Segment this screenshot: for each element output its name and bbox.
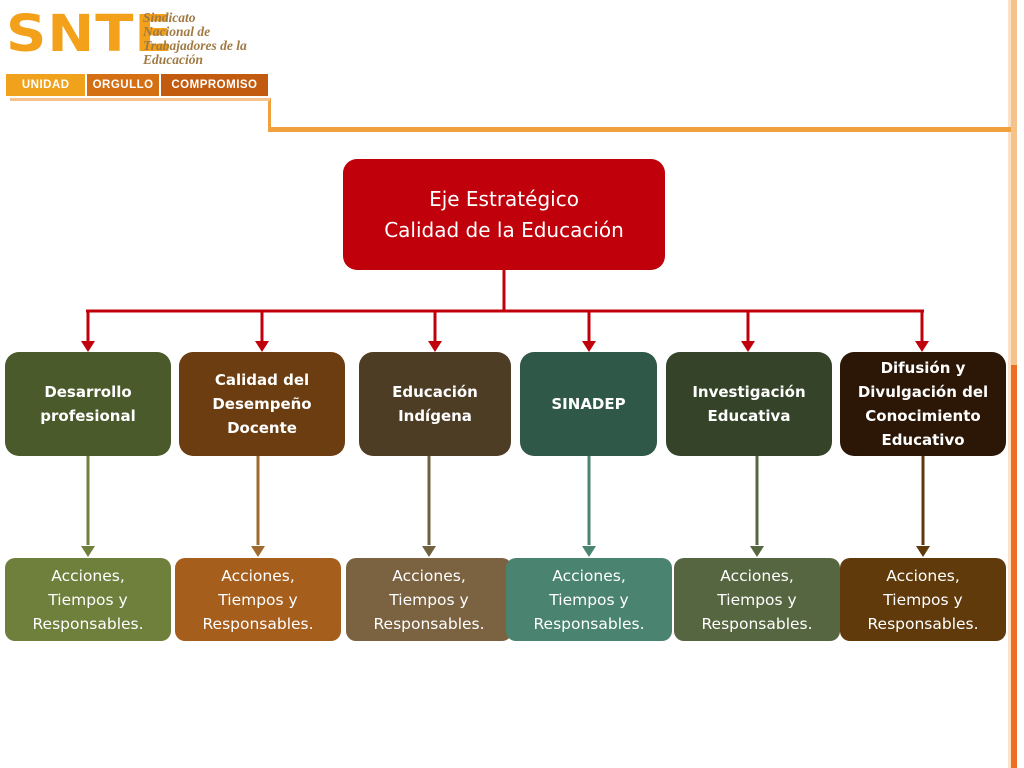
header-rule-top [10,98,270,101]
logo-union-name: Sindicato Nacional de Trabajadores de la… [143,10,247,67]
branch-arrowhead [81,341,95,352]
branch-arrowhead [741,341,755,352]
leaf-node-label: Acciones, Tiempos y Responsables. [533,566,645,633]
branch-node-label: Calidad del Desempeño Docente [212,371,312,437]
leaf-node-acciones-6: Acciones, Tiempos y Responsables. [840,558,1006,641]
leaf-node-acciones-3: Acciones, Tiempos y Responsables. [346,558,512,641]
slogan-orgullo: ORGULLO [87,74,159,96]
logo-acronym: SNTE [6,5,174,64]
leaf-node-label: Acciones, Tiempos y Responsables. [202,566,314,633]
branch-arrowhead [255,341,269,352]
branch-node-investigacion-educativa: Investigación Educativa [666,352,832,456]
leaf-arrowhead [750,546,764,557]
branch-node-label: Investigación Educativa [692,383,806,425]
right-edge-stripe-light [1008,0,1011,768]
branch-node-label: Educación Indígena [392,383,478,425]
branch-node-label: Difusión y Divulgación del Conocimiento … [857,359,989,449]
logo-slogan: UNIDAD ORGULLO COMPROMISO [6,74,269,96]
branch-node-calidad-desempeno-docente: Calidad del Desempeño Docente [179,352,345,456]
leaf-arrowhead [422,546,436,557]
header-rule-vertical [268,98,271,130]
branch-node-label: Desarrollo profesional [40,383,136,425]
branch-node-desarrollo-profesional: Desarrollo profesional [5,352,171,456]
leaf-node-acciones-5: Acciones, Tiempos y Responsables. [674,558,840,641]
snte-logo: SNTE Sindicato Nacional de Trabajadores … [6,8,274,98]
leaf-node-label: Acciones, Tiempos y Responsables. [32,566,144,633]
branch-node-educacion-indigena: Educación Indígena [359,352,511,456]
branch-arrowhead [428,341,442,352]
root-node-label: Eje Estratégico Calidad de la Educación [384,186,624,242]
leaf-arrowhead [582,546,596,557]
branch-arrowhead [915,341,929,352]
leaf-node-acciones-1: Acciones, Tiempos y Responsables. [5,558,171,641]
leaf-node-label: Acciones, Tiempos y Responsables. [867,566,979,633]
leaf-node-acciones-4: Acciones, Tiempos y Responsables. [506,558,672,641]
leaf-node-label: Acciones, Tiempos y Responsables. [701,566,813,633]
branch-node-difusion-divulgacion: Difusión y Divulgación del Conocimiento … [840,352,1006,456]
slogan-unidad: UNIDAD [6,74,86,96]
leaf-arrowhead [251,546,265,557]
right-edge-stripe-top [1011,0,1017,365]
root-node-eje-estrategico: Eje Estratégico Calidad de la Educación [343,159,665,270]
leaf-arrowhead [81,546,95,557]
leaf-node-acciones-2: Acciones, Tiempos y Responsables. [175,558,341,641]
branch-node-label: SINADEP [551,395,626,413]
branch-node-sinadep: SINADEP [520,352,657,456]
leaf-arrowhead [916,546,930,557]
header-rule [268,127,1011,132]
leaf-node-label: Acciones, Tiempos y Responsables. [373,566,485,633]
slogan-compromiso: COMPROMISO [160,74,269,96]
right-edge-stripe-bottom [1011,365,1017,768]
branch-arrowhead [582,341,596,352]
